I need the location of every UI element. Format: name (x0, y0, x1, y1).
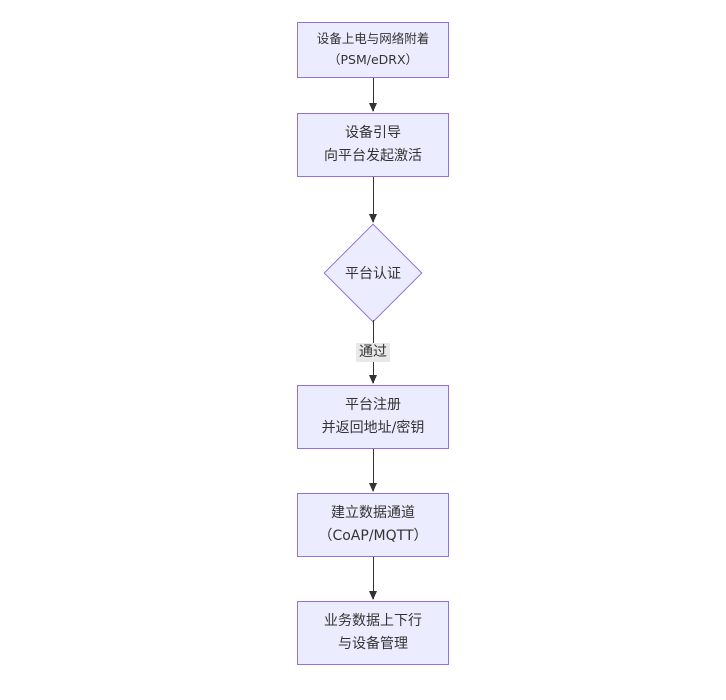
arrowhead-icon (369, 591, 377, 600)
node-text: 向平台发起激活 (324, 148, 422, 164)
node-platform-auth: 平台认证 (323, 223, 423, 322)
node-business-data: 业务数据上下行 与设备管理 (297, 601, 449, 665)
edge-label-pass: 通过 (356, 343, 390, 362)
edge-power-to-bootstrap (369, 78, 377, 112)
node-data-channel: 建立数据通道 （CoAP/MQTT） (297, 493, 449, 557)
node-text: 与设备管理 (338, 636, 408, 652)
edge-channel-to-business (369, 557, 377, 600)
arrowhead-icon (369, 214, 377, 223)
node-power-attach: 设备上电与网络附着 （PSM/eDRX） (297, 22, 449, 78)
edge-bootstrap-to-auth (369, 177, 377, 223)
arrowhead-icon (369, 483, 377, 492)
node-text: 建立数据通道 (331, 504, 415, 521)
node-platform-register: 平台注册 并返回地址/密钥 (297, 385, 449, 449)
arrowhead-icon (369, 103, 377, 112)
node-text: 设备上电与网络附着 (316, 31, 430, 47)
node-text: （PSM/eDRX） (327, 52, 419, 67)
node-text: 设备引导 (345, 124, 401, 141)
node-text: 平台注册 (345, 396, 401, 413)
node-bootstrap: 设备引导 向平台发起激活 (297, 113, 449, 177)
node-text: （CoAP/MQTT） (318, 528, 428, 544)
node-text: 并返回地址/密钥 (321, 420, 425, 436)
node-text: 平台认证 (345, 265, 401, 282)
arrowhead-icon (369, 375, 377, 384)
node-text: 业务数据上下行 (324, 612, 422, 629)
edge-register-to-channel (369, 449, 377, 492)
